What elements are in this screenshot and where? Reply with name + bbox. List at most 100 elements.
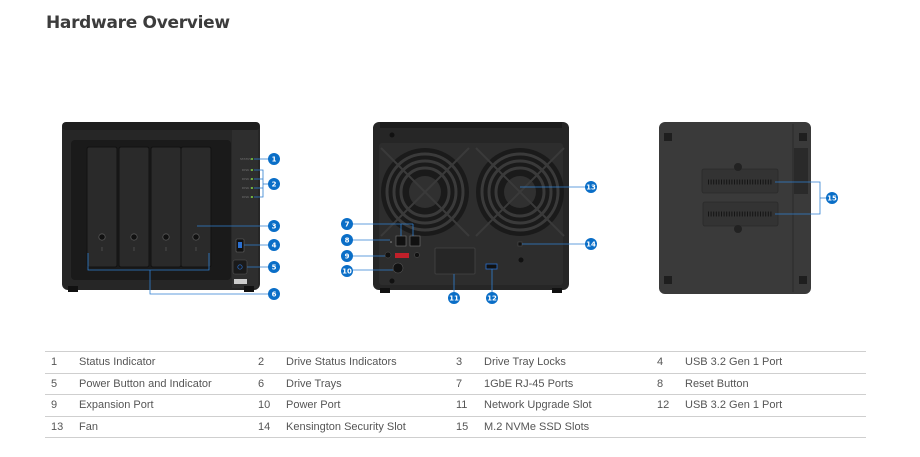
lan-port-2 xyxy=(409,235,421,247)
badge-1: 1 xyxy=(268,153,280,165)
hardware-figure: STATUS DISK 1 DISK 2 DISK 3 DISK 4 xyxy=(0,110,920,320)
svg-text:5: 5 xyxy=(272,264,277,272)
legend-num: 5 xyxy=(51,377,58,390)
svg-text:12: 12 xyxy=(487,295,497,303)
svg-text:13: 13 xyxy=(586,184,596,192)
legend-num: 9 xyxy=(51,399,58,412)
legend-num: 13 xyxy=(51,420,64,433)
back-usb-port xyxy=(485,263,498,270)
tray-lock-3 xyxy=(162,233,170,241)
legend-label: Status Indicator xyxy=(79,356,156,369)
led-indicators: STATUS DISK 1 DISK 2 DISK 3 DISK 4 xyxy=(240,157,253,199)
legend-num xyxy=(651,416,679,438)
front-badges: 1 2 3 4 5 6 xyxy=(268,153,280,300)
legend-label: Network Upgrade Slot xyxy=(484,399,592,412)
led-label-disk1: DISK 1 xyxy=(242,168,252,172)
badge-4: 4 xyxy=(268,239,280,251)
badge-11: 11 xyxy=(448,292,460,304)
bottom-view: 15 xyxy=(659,122,838,294)
tray-lock-2 xyxy=(130,233,138,241)
badge-7: 7 xyxy=(341,218,353,230)
svg-text:2: 2 xyxy=(272,181,277,189)
legend-label: Expansion Port xyxy=(79,399,154,412)
fan-right xyxy=(475,147,565,237)
front-view: STATUS DISK 1 DISK 2 DISK 3 DISK 4 xyxy=(62,122,280,300)
svg-text:8: 8 xyxy=(345,237,350,245)
m2-slot-cover-2 xyxy=(702,201,779,227)
badge-10: 10 xyxy=(341,265,353,277)
legend-num: 8 xyxy=(657,377,664,390)
legend-label: USB 3.2 Gen 1 Port xyxy=(685,399,783,412)
badge-12: 12 xyxy=(486,292,498,304)
svg-text:4: 4 xyxy=(272,242,277,250)
drive-tray-4 xyxy=(180,146,212,268)
back-view: 7 8 9 10 11 12 13 14 xyxy=(341,122,597,304)
legend-label: Power Button and Indicator xyxy=(79,377,212,390)
svg-text:9: 9 xyxy=(345,253,350,261)
network-upgrade-slot xyxy=(434,247,476,275)
lan-port-1 xyxy=(395,235,407,247)
legend-label: Drive Trays xyxy=(286,377,342,390)
badge-5: 5 xyxy=(268,261,280,273)
drive-tray-1 xyxy=(86,146,118,268)
legend-table: 1 Status Indicator 2 Drive Status Indica… xyxy=(45,351,866,438)
back-callouts xyxy=(353,186,585,298)
legend-num: 7 xyxy=(456,377,463,390)
legend-num: 4 xyxy=(657,356,664,369)
legend-label: USB 3.2 Gen 1 Port xyxy=(685,356,783,369)
legend-num: 1 xyxy=(51,356,58,369)
legend-num: 6 xyxy=(258,377,265,390)
badge-6: 6 xyxy=(268,288,280,300)
legend-label: Power Port xyxy=(286,399,341,412)
drive-tray-2 xyxy=(118,146,150,268)
legend-label: Drive Status Indicators xyxy=(286,356,397,369)
badge-3: 3 xyxy=(268,220,280,232)
legend-num: 3 xyxy=(456,356,463,369)
led-label-status: STATUS xyxy=(240,157,251,161)
svg-text:14: 14 xyxy=(586,241,596,249)
tray-lock-4 xyxy=(192,233,200,241)
legend-num: 12 xyxy=(657,399,670,412)
drive-trays xyxy=(86,146,212,268)
front-callouts xyxy=(87,158,268,295)
led-label-disk2: DISK 2 xyxy=(242,177,252,181)
badge-2: 2 xyxy=(268,178,280,190)
reset-hole xyxy=(390,241,392,243)
legend-label: Reset Button xyxy=(685,377,749,390)
expansion-port xyxy=(384,251,392,259)
legend-num: 10 xyxy=(258,399,271,412)
badge-8: 8 xyxy=(341,234,353,246)
legend-num: 14 xyxy=(258,420,271,433)
badge-15: 15 xyxy=(826,192,838,204)
legend-num: 2 xyxy=(258,356,265,369)
fan-left xyxy=(380,147,470,237)
legend-num: 11 xyxy=(456,399,468,412)
back-badges: 7 8 9 10 11 12 13 14 xyxy=(341,181,597,304)
svg-text:7: 7 xyxy=(345,221,350,229)
svg-text:11: 11 xyxy=(449,295,459,303)
bottom-callouts xyxy=(775,181,826,215)
legend-label xyxy=(679,416,866,438)
table-row: 5 Power Button and Indicator 6 Drive Tra… xyxy=(45,373,866,395)
power-button xyxy=(232,259,248,275)
badge-14: 14 xyxy=(585,238,597,250)
page-title: Hardware Overview xyxy=(46,13,230,33)
legend-num: 15 xyxy=(456,420,469,433)
power-port xyxy=(392,262,404,274)
legend-label: Kensington Security Slot xyxy=(286,420,406,433)
svg-text:6: 6 xyxy=(272,291,277,299)
svg-text:1: 1 xyxy=(272,156,277,164)
table-row: 13 Fan 14 Kensington Security Slot 15 M.… xyxy=(45,416,866,438)
badge-13: 13 xyxy=(585,181,597,193)
svg-text:15: 15 xyxy=(827,195,837,203)
legend-label: M.2 NVMe SSD Slots xyxy=(484,420,590,433)
legend-label: 1GbE RJ-45 Ports xyxy=(484,377,574,390)
led-label-disk4: DISK 4 xyxy=(242,195,252,199)
kensington-slot xyxy=(517,241,523,247)
tray-lock-1 xyxy=(98,233,106,241)
svg-text:3: 3 xyxy=(272,223,277,231)
led-label-disk3: DISK 3 xyxy=(242,186,252,190)
svg-text:10: 10 xyxy=(342,268,352,276)
table-row: 9 Expansion Port 10 Power Port 11 Networ… xyxy=(45,394,866,417)
badge-9: 9 xyxy=(341,250,353,262)
